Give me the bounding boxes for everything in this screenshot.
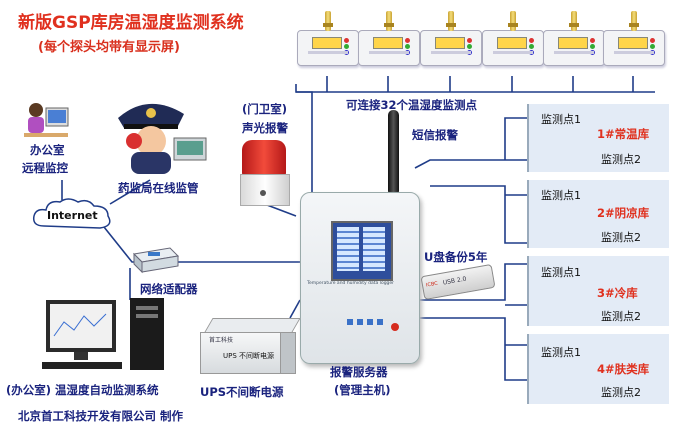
alarm-line <box>266 204 297 217</box>
guard-room-label: (门卫室) <box>242 102 288 116</box>
zone-2-point2: 监测点2 <box>601 231 641 244</box>
ups-line <box>289 299 301 319</box>
ups-brand-text: 首工科技 <box>209 337 234 344</box>
sensor-5 <box>543 11 605 66</box>
alarm-server-label: 报警服务器 <box>330 365 388 379</box>
zone-4-point1: 监测点1 <box>541 346 581 359</box>
zone-1-name: 1#常温库 <box>597 127 650 141</box>
usb-drive-brand: ICBC <box>425 280 439 289</box>
zone-1: 监测点1 1#常温库 监测点2 <box>527 104 669 172</box>
company-label: 北京首工科技开发有限公司 制作 <box>18 409 184 423</box>
zone-2: 监测点1 2#阴凉库 监测点2 <box>527 180 669 248</box>
alarm-server-device: Temperature and humidity data logger <box>300 192 420 364</box>
network-adapter-icon <box>132 247 180 274</box>
sensor-bus-line <box>295 84 655 93</box>
office-remote-label: 办公室 <box>30 143 65 157</box>
page-title: 新版GSP库房温湿度监测系统 <box>18 13 244 33</box>
device-header-text: Temperature and humidity data logger <box>307 281 395 286</box>
remote-office-person-icon <box>24 103 69 137</box>
antenna-icon <box>388 110 399 196</box>
alarm-light-icon <box>238 138 290 208</box>
main-host-label: (管理主机) <box>334 383 391 397</box>
zone-1-point1: 监测点1 <box>541 113 581 126</box>
zone-4-name: 4#肤类库 <box>597 362 650 376</box>
network-adapter-label: 网络适配器 <box>140 282 198 296</box>
device-screen <box>331 221 393 281</box>
ups-label-text: UPS 不间断电源 <box>223 352 275 360</box>
remote-monitor-label: 远程监控 <box>22 161 68 175</box>
internet-cloud-icon <box>32 198 111 229</box>
zone-4: 监测点1 4#肤类库 监测点2 <box>527 334 669 404</box>
fda-online-label: 药监局在线监管 <box>118 181 199 195</box>
fda-officer-icon <box>118 103 207 174</box>
internet-label: Internet <box>47 209 98 222</box>
sensor-4 <box>482 11 544 66</box>
zone-2-point1: 监测点1 <box>541 189 581 202</box>
usb-drive-text: USB 2.0 <box>442 275 467 287</box>
zone-3-name: 3#冷库 <box>597 286 638 300</box>
zone1-line <box>414 117 530 169</box>
zone2-line <box>430 185 530 244</box>
fda-internet-line <box>109 179 151 205</box>
zone4-line <box>420 317 530 381</box>
device-red-button[interactable] <box>391 323 399 331</box>
zone-4-point2: 监测点2 <box>601 386 641 399</box>
zone-3: 监测点1 3#冷库 监测点2 <box>527 256 669 326</box>
sms-alarm-label: 短信报警 <box>412 128 458 142</box>
zone3-line <box>420 263 530 306</box>
usb-backup-label: U盘备份5年 <box>424 250 488 264</box>
sound-light-alarm-label: 声光报警 <box>242 121 288 135</box>
office-system-label: (办公室) 温湿度自动监测系统 <box>6 383 159 397</box>
zone-2-name: 2#阴凉库 <box>597 206 650 220</box>
ups-device: 首工科技 UPS 不间断电源 <box>200 318 301 374</box>
zone-3-point2: 监测点2 <box>601 310 641 323</box>
office-pc-icon <box>42 298 164 370</box>
zone-3-point1: 监测点1 <box>541 266 581 279</box>
ups-power-label: UPS不间断电源 <box>200 385 284 399</box>
sensor-2 <box>358 11 420 66</box>
sensor-3 <box>420 11 482 66</box>
zone-1-point2: 监测点2 <box>601 153 641 166</box>
page-subtitle: (每个探头均带有显示屏) <box>38 40 180 55</box>
connect-points-label: 可连接32个温湿度监测点 <box>346 98 478 112</box>
sensor-6 <box>603 11 665 66</box>
bus-to-server-line <box>296 91 313 192</box>
sensor-1 <box>297 11 359 66</box>
